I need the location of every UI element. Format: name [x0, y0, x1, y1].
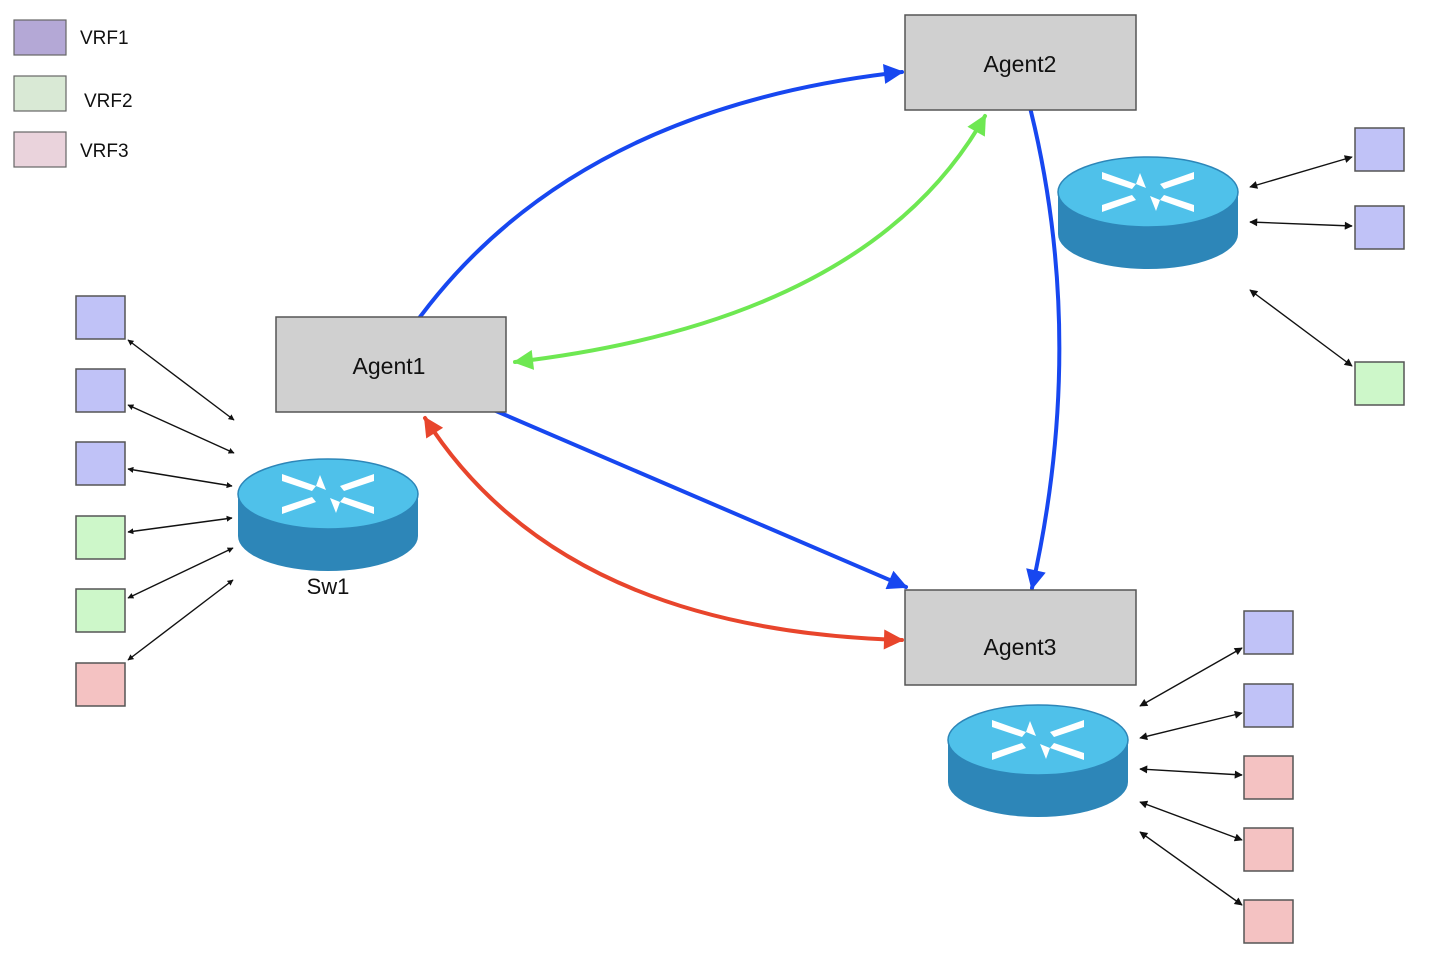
sw3-link-2: [1139, 710, 1243, 741]
sw1-link-1: [127, 339, 235, 421]
sw1-label: Sw1: [307, 574, 350, 599]
sw1-link-6: [127, 579, 234, 661]
sw1-endpoint-vrf2: [75, 515, 126, 560]
link-agent1-agent2-vrf2: [513, 114, 987, 370]
sw1-endpoint-vrf3: [75, 662, 126, 707]
sw1-endpoint-links: [127, 339, 235, 661]
agent2-box: [904, 14, 1137, 111]
sw3-endpoints: [1243, 610, 1294, 944]
sw1-link-2: [127, 404, 235, 454]
agent3-box: [904, 589, 1137, 686]
agent1-box: [275, 316, 507, 413]
agent3-node: Agent3: [904, 589, 1137, 686]
sw1-router-icon: [237, 458, 419, 571]
legend: VRF1 VRF2 VRF3: [13, 19, 133, 168]
sw2-endpoints: [1354, 127, 1405, 406]
sw2-endpoint-vrf1: [1354, 205, 1405, 250]
sw2-endpoint-vrf1: [1354, 127, 1405, 172]
sw1-link-3: [127, 466, 233, 489]
sw3-link-1: [1139, 647, 1243, 707]
legend-label-vrf2: VRF2: [84, 91, 133, 112]
sw3-link-4: [1139, 800, 1243, 842]
sw3-endpoint-links: [1139, 647, 1243, 906]
sw3-endpoint-vrf3: [1243, 755, 1294, 800]
sw1-endpoint-vrf1: [75, 441, 126, 486]
legend-item-vrf2: VRF2: [13, 75, 133, 112]
sw2-router-icon: [1057, 156, 1239, 269]
sw2-endpoint-vrf2: [1354, 361, 1405, 406]
sw1-endpoint-vrf2: [75, 588, 126, 633]
sw2-link-3: [1249, 289, 1353, 367]
link-agent1-agent3-vrf3: [423, 416, 904, 650]
sw1-link-4: [127, 515, 233, 535]
legend-item-vrf1: VRF1: [13, 19, 129, 56]
sw3-router-icon: [947, 704, 1129, 817]
sw3-endpoint-vrf3: [1243, 827, 1294, 872]
agent3-label: Agent3: [984, 634, 1057, 660]
sw3-link-3: [1139, 765, 1243, 779]
link-agent2-agent3-vrf1: [1020, 86, 1062, 590]
legend-label-vrf1: VRF1: [80, 28, 129, 49]
legend-swatch-vrf2: [13, 75, 67, 112]
sw3-link-5: [1139, 831, 1243, 906]
sw2-endpoint-links: [1249, 155, 1353, 367]
legend-swatch-vrf1: [13, 19, 67, 56]
sw1-endpoint-vrf1: [75, 368, 126, 413]
sw3-endpoint-vrf3: [1243, 899, 1294, 944]
agent1-label: Agent1: [353, 353, 426, 379]
sw2-link-1: [1249, 155, 1353, 189]
sw3-endpoint-vrf1: [1243, 683, 1294, 728]
link-agent1-agent2-vrf1: [403, 64, 904, 340]
sw2-link-2: [1249, 218, 1353, 230]
agent1-node: Agent1: [275, 316, 507, 413]
legend-label-vrf3: VRF3: [80, 141, 129, 162]
sw1-link-5: [127, 547, 234, 599]
sw3-endpoint-vrf1: [1243, 610, 1294, 655]
agent2-label: Agent2: [984, 51, 1057, 77]
agent-links: [403, 64, 1062, 650]
sw1-endpoints: [75, 295, 126, 707]
sw1-endpoint-vrf1: [75, 295, 126, 340]
legend-swatch-vrf3: [13, 131, 67, 168]
agent2-node: Agent2: [904, 14, 1137, 111]
link-agent1-agent3-vrf1: [445, 387, 908, 590]
legend-item-vrf3: VRF3: [13, 131, 129, 168]
